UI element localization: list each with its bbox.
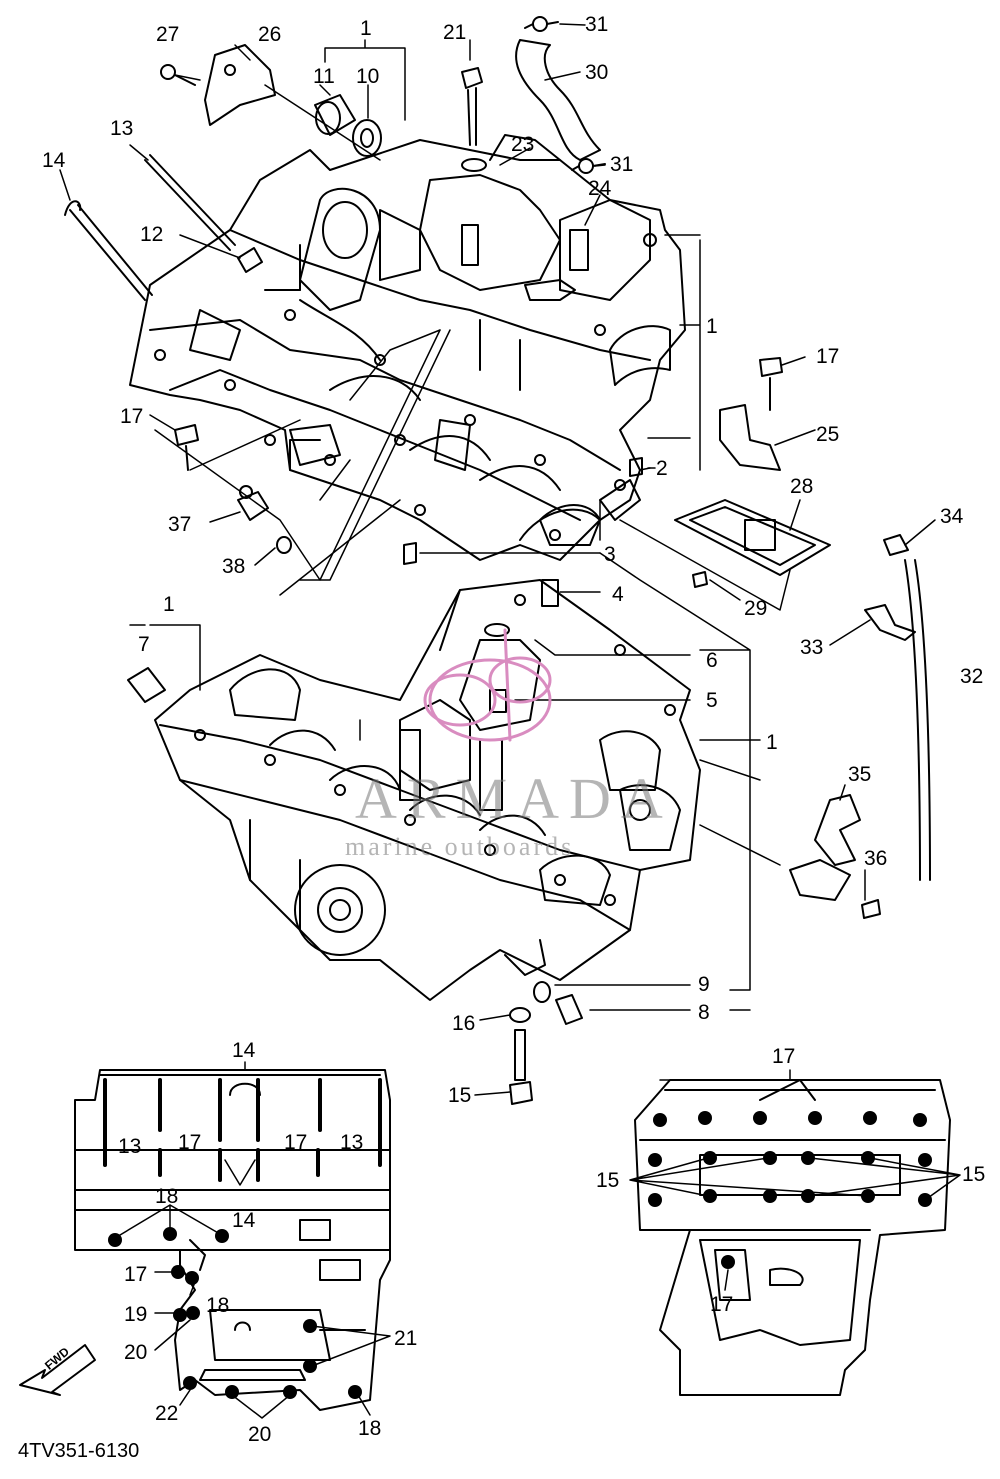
callout-18: 18: [155, 1185, 179, 1208]
callout-1: 1: [766, 731, 778, 754]
leader-lines: [59, 23, 936, 1096]
callout-17: 17: [120, 405, 144, 428]
callout-11: 11: [313, 65, 335, 88]
callout-17: 17: [178, 1131, 202, 1154]
callout-2: 2: [656, 457, 668, 480]
watermark-word: ARMADA: [355, 766, 673, 831]
callout-14: 14: [42, 149, 66, 172]
callout-21: 21: [443, 21, 467, 44]
callout-1: 1: [360, 17, 372, 40]
callout-28: 28: [790, 475, 814, 498]
callout-31: 31: [585, 13, 609, 36]
callout-18: 18: [358, 1417, 382, 1440]
callout-17: 17: [710, 1293, 734, 1316]
callout-20: 20: [124, 1341, 148, 1364]
callout-17: 17: [816, 345, 840, 368]
callout-34: 34: [940, 505, 964, 528]
callout-30: 30: [585, 61, 609, 84]
callout-10: 10: [356, 65, 380, 88]
fwd-arrow: [19, 1344, 96, 1396]
callout-18: 18: [206, 1294, 230, 1317]
callout-16: 16: [452, 1012, 476, 1035]
callout-1: 1: [163, 593, 175, 616]
callout-32: 32: [960, 665, 984, 688]
upper-crankcase: [129, 134, 686, 561]
callout-3: 3: [604, 543, 616, 566]
callout-13: 13: [110, 117, 134, 140]
callout-19: 19: [124, 1303, 148, 1326]
callout-7: 7: [138, 633, 150, 656]
watermark-subtitle: marine outboards: [345, 832, 575, 861]
callout-17: 17: [124, 1263, 148, 1286]
callout-15: 15: [962, 1163, 986, 1186]
callout-6: 6: [706, 649, 718, 672]
callout-5: 5: [706, 689, 718, 712]
callout-1: 1: [706, 315, 718, 338]
callout-8: 8: [698, 1001, 710, 1024]
watermark-logo: [423, 628, 552, 742]
diagram-code: 4TV351-6130: [18, 1440, 140, 1462]
callout-12: 12: [140, 223, 164, 246]
callout-17: 17: [772, 1045, 796, 1068]
small-parts: [64, 16, 931, 1105]
callout-13: 13: [118, 1135, 142, 1158]
inset-bolt-pattern-left: [74, 1061, 391, 1419]
callout-31: 31: [610, 153, 634, 176]
callout-29: 29: [744, 597, 768, 620]
inset-bolt-pattern-right: [629, 1069, 961, 1396]
callout-14: 14: [232, 1209, 256, 1232]
callout-17: 17: [284, 1131, 308, 1154]
callout-38: 38: [222, 555, 246, 578]
callout-36: 36: [864, 847, 888, 870]
callout-27: 27: [156, 23, 180, 46]
callout-15: 15: [596, 1169, 620, 1192]
callout-22: 22: [155, 1402, 179, 1425]
callout-35: 35: [848, 763, 872, 786]
callout-23: 23: [511, 133, 535, 156]
callout-24: 24: [588, 177, 612, 200]
callout-26: 26: [258, 23, 282, 46]
callout-4: 4: [612, 583, 624, 606]
callout-9: 9: [698, 973, 710, 996]
callout-33: 33: [800, 636, 824, 659]
lower-crankcase: [154, 579, 701, 1001]
callout-15: 15: [448, 1084, 472, 1107]
callout-20: 20: [248, 1423, 272, 1446]
callout-21: 21: [394, 1327, 418, 1350]
callout-37: 37: [168, 513, 192, 536]
callout-14: 14: [232, 1039, 256, 1062]
callout-25: 25: [816, 423, 840, 446]
callout-13: 13: [340, 1131, 364, 1154]
